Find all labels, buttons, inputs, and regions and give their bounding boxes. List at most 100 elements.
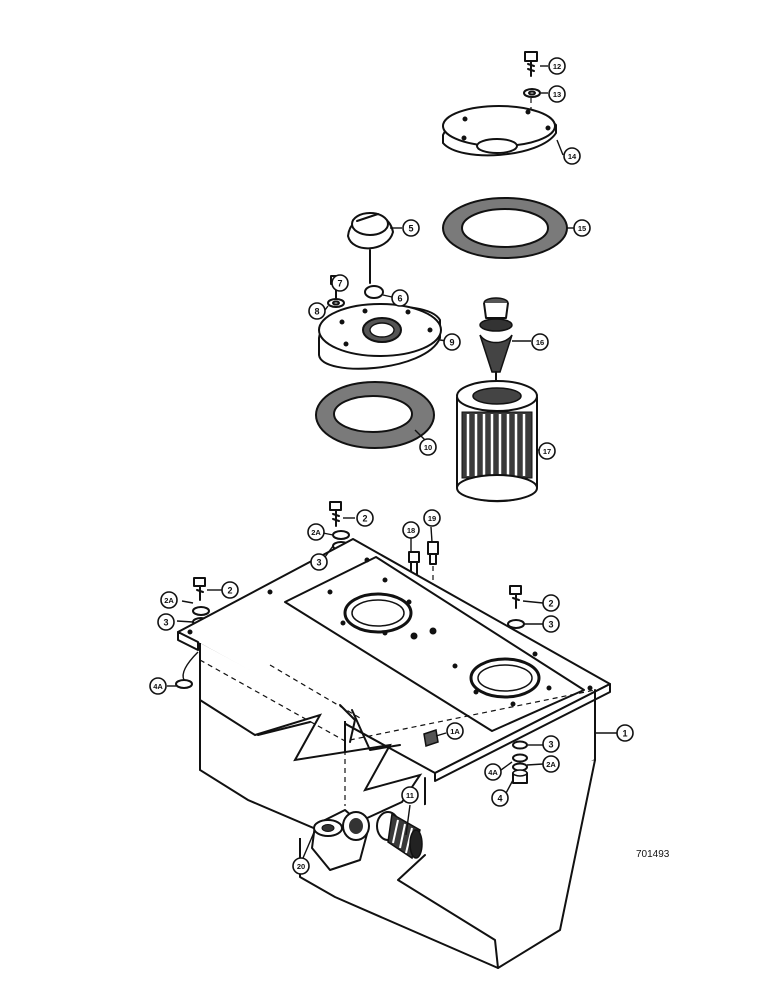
cap-screw-part-2-left <box>193 577 206 601</box>
callout-10: 10 <box>419 438 437 456</box>
callout-circle <box>149 677 167 695</box>
callout-circle <box>542 615 560 633</box>
callout-2a: 2A <box>307 523 325 541</box>
callout-number: 19 <box>428 514 436 523</box>
callout-circle <box>443 333 461 351</box>
callout-number: 8 <box>314 307 319 317</box>
callout-circle <box>548 85 566 103</box>
figure-number: 701493 <box>636 849 670 860</box>
callout-3: 3 <box>157 613 175 631</box>
callout-number: 2A <box>546 760 556 769</box>
lock-washer-part-13 <box>523 88 541 98</box>
callout-2: 2 <box>221 581 239 599</box>
callout-16: 16 <box>531 333 549 351</box>
cover-plate-part-14 <box>442 105 557 157</box>
callout-2: 2 <box>542 594 560 612</box>
callout-number: 2A <box>311 528 321 537</box>
washer-part-4a-lower <box>512 753 528 763</box>
callout-number: 11 <box>406 791 414 800</box>
callout-7: 7 <box>331 274 349 292</box>
callout-circle <box>402 219 420 237</box>
callout-circle <box>531 333 549 351</box>
callout-13: 13 <box>548 85 566 103</box>
callout-number: 20 <box>297 862 305 871</box>
washer-part-3-lower <box>512 740 528 750</box>
callout-circle <box>573 219 591 237</box>
elbow-part-20 <box>311 809 370 871</box>
callout-number: 14 <box>568 152 577 161</box>
callout-number: 1 <box>622 729 627 739</box>
filler-cap-part-5 <box>347 212 394 284</box>
cap-screw-part-2-right <box>509 585 522 609</box>
callout-circle <box>308 302 326 320</box>
callout-circle <box>548 57 566 75</box>
hydraulic-tank-part-1 <box>177 538 611 969</box>
washer-part-2a-left <box>192 606 210 616</box>
callout-number: 15 <box>578 224 586 233</box>
gasket-part-10 <box>315 381 435 449</box>
callout-circle <box>446 722 464 740</box>
callout-4: 4 <box>491 789 509 807</box>
callout-number: 2A <box>164 596 174 605</box>
callout-4a: 4A <box>484 763 502 781</box>
callout-number: 3 <box>163 618 168 628</box>
callout-number: 16 <box>536 338 544 347</box>
callout-circle <box>563 147 581 165</box>
callout-circle <box>307 523 325 541</box>
strainer-part-11 <box>376 811 423 860</box>
callout-5: 5 <box>402 219 420 237</box>
callout-number: 1A <box>450 727 460 736</box>
callout-number: 3 <box>316 558 321 568</box>
callout-circle <box>542 735 560 753</box>
callout-circle <box>221 581 239 599</box>
callout-20: 20 <box>292 857 310 875</box>
callout-8: 8 <box>308 302 326 320</box>
callout-circle <box>491 789 509 807</box>
callout-number: 10 <box>424 443 432 452</box>
callout-2a: 2A <box>542 755 560 773</box>
callout-circle <box>292 857 310 875</box>
washer-part-2a-top <box>332 530 350 540</box>
callout-6: 6 <box>391 289 409 307</box>
callout-12: 12 <box>548 57 566 75</box>
callout-circle <box>542 594 560 612</box>
callout-15: 15 <box>573 219 591 237</box>
callout-1: 1 <box>616 724 634 742</box>
callout-3: 3 <box>542 615 560 633</box>
callout-circle <box>160 591 178 609</box>
callout-circle <box>310 553 328 571</box>
callout-number: 7 <box>337 279 342 289</box>
callout-number: 2 <box>548 599 553 609</box>
callout-3: 3 <box>310 553 328 571</box>
callout-19: 19 <box>423 509 441 527</box>
callout-number: 13 <box>553 90 561 99</box>
callout-1a: 1A <box>446 722 464 740</box>
callout-18: 18 <box>402 521 420 539</box>
callout-circle <box>616 724 634 742</box>
gasket-part-15 <box>442 197 568 259</box>
callout-circle <box>538 442 556 460</box>
lock-washer-part-8 <box>327 298 345 308</box>
cap-screw-part-12 <box>524 51 538 77</box>
callout-number: 5 <box>408 224 413 234</box>
callout-number: 9 <box>449 338 454 348</box>
callout-circle <box>391 289 409 307</box>
callout-number: 2 <box>362 514 367 524</box>
callout-circle <box>423 509 441 527</box>
callout-17: 17 <box>538 442 556 460</box>
callout-11: 11 <box>401 786 419 804</box>
callout-number: 4 <box>497 794 502 804</box>
callout-4a: 4A <box>149 677 167 695</box>
cap-screw-part-2-top <box>329 501 342 527</box>
callout-circle <box>484 763 502 781</box>
callout-number: 4A <box>153 682 163 691</box>
filter-valve-part-16 <box>479 297 513 385</box>
callout-number: 6 <box>397 294 402 304</box>
callout-number: 18 <box>407 526 415 535</box>
callout-number: 4A <box>488 768 498 777</box>
o-ring-part-6 <box>364 285 384 299</box>
callout-circle <box>331 274 349 292</box>
callout-9: 9 <box>443 333 461 351</box>
